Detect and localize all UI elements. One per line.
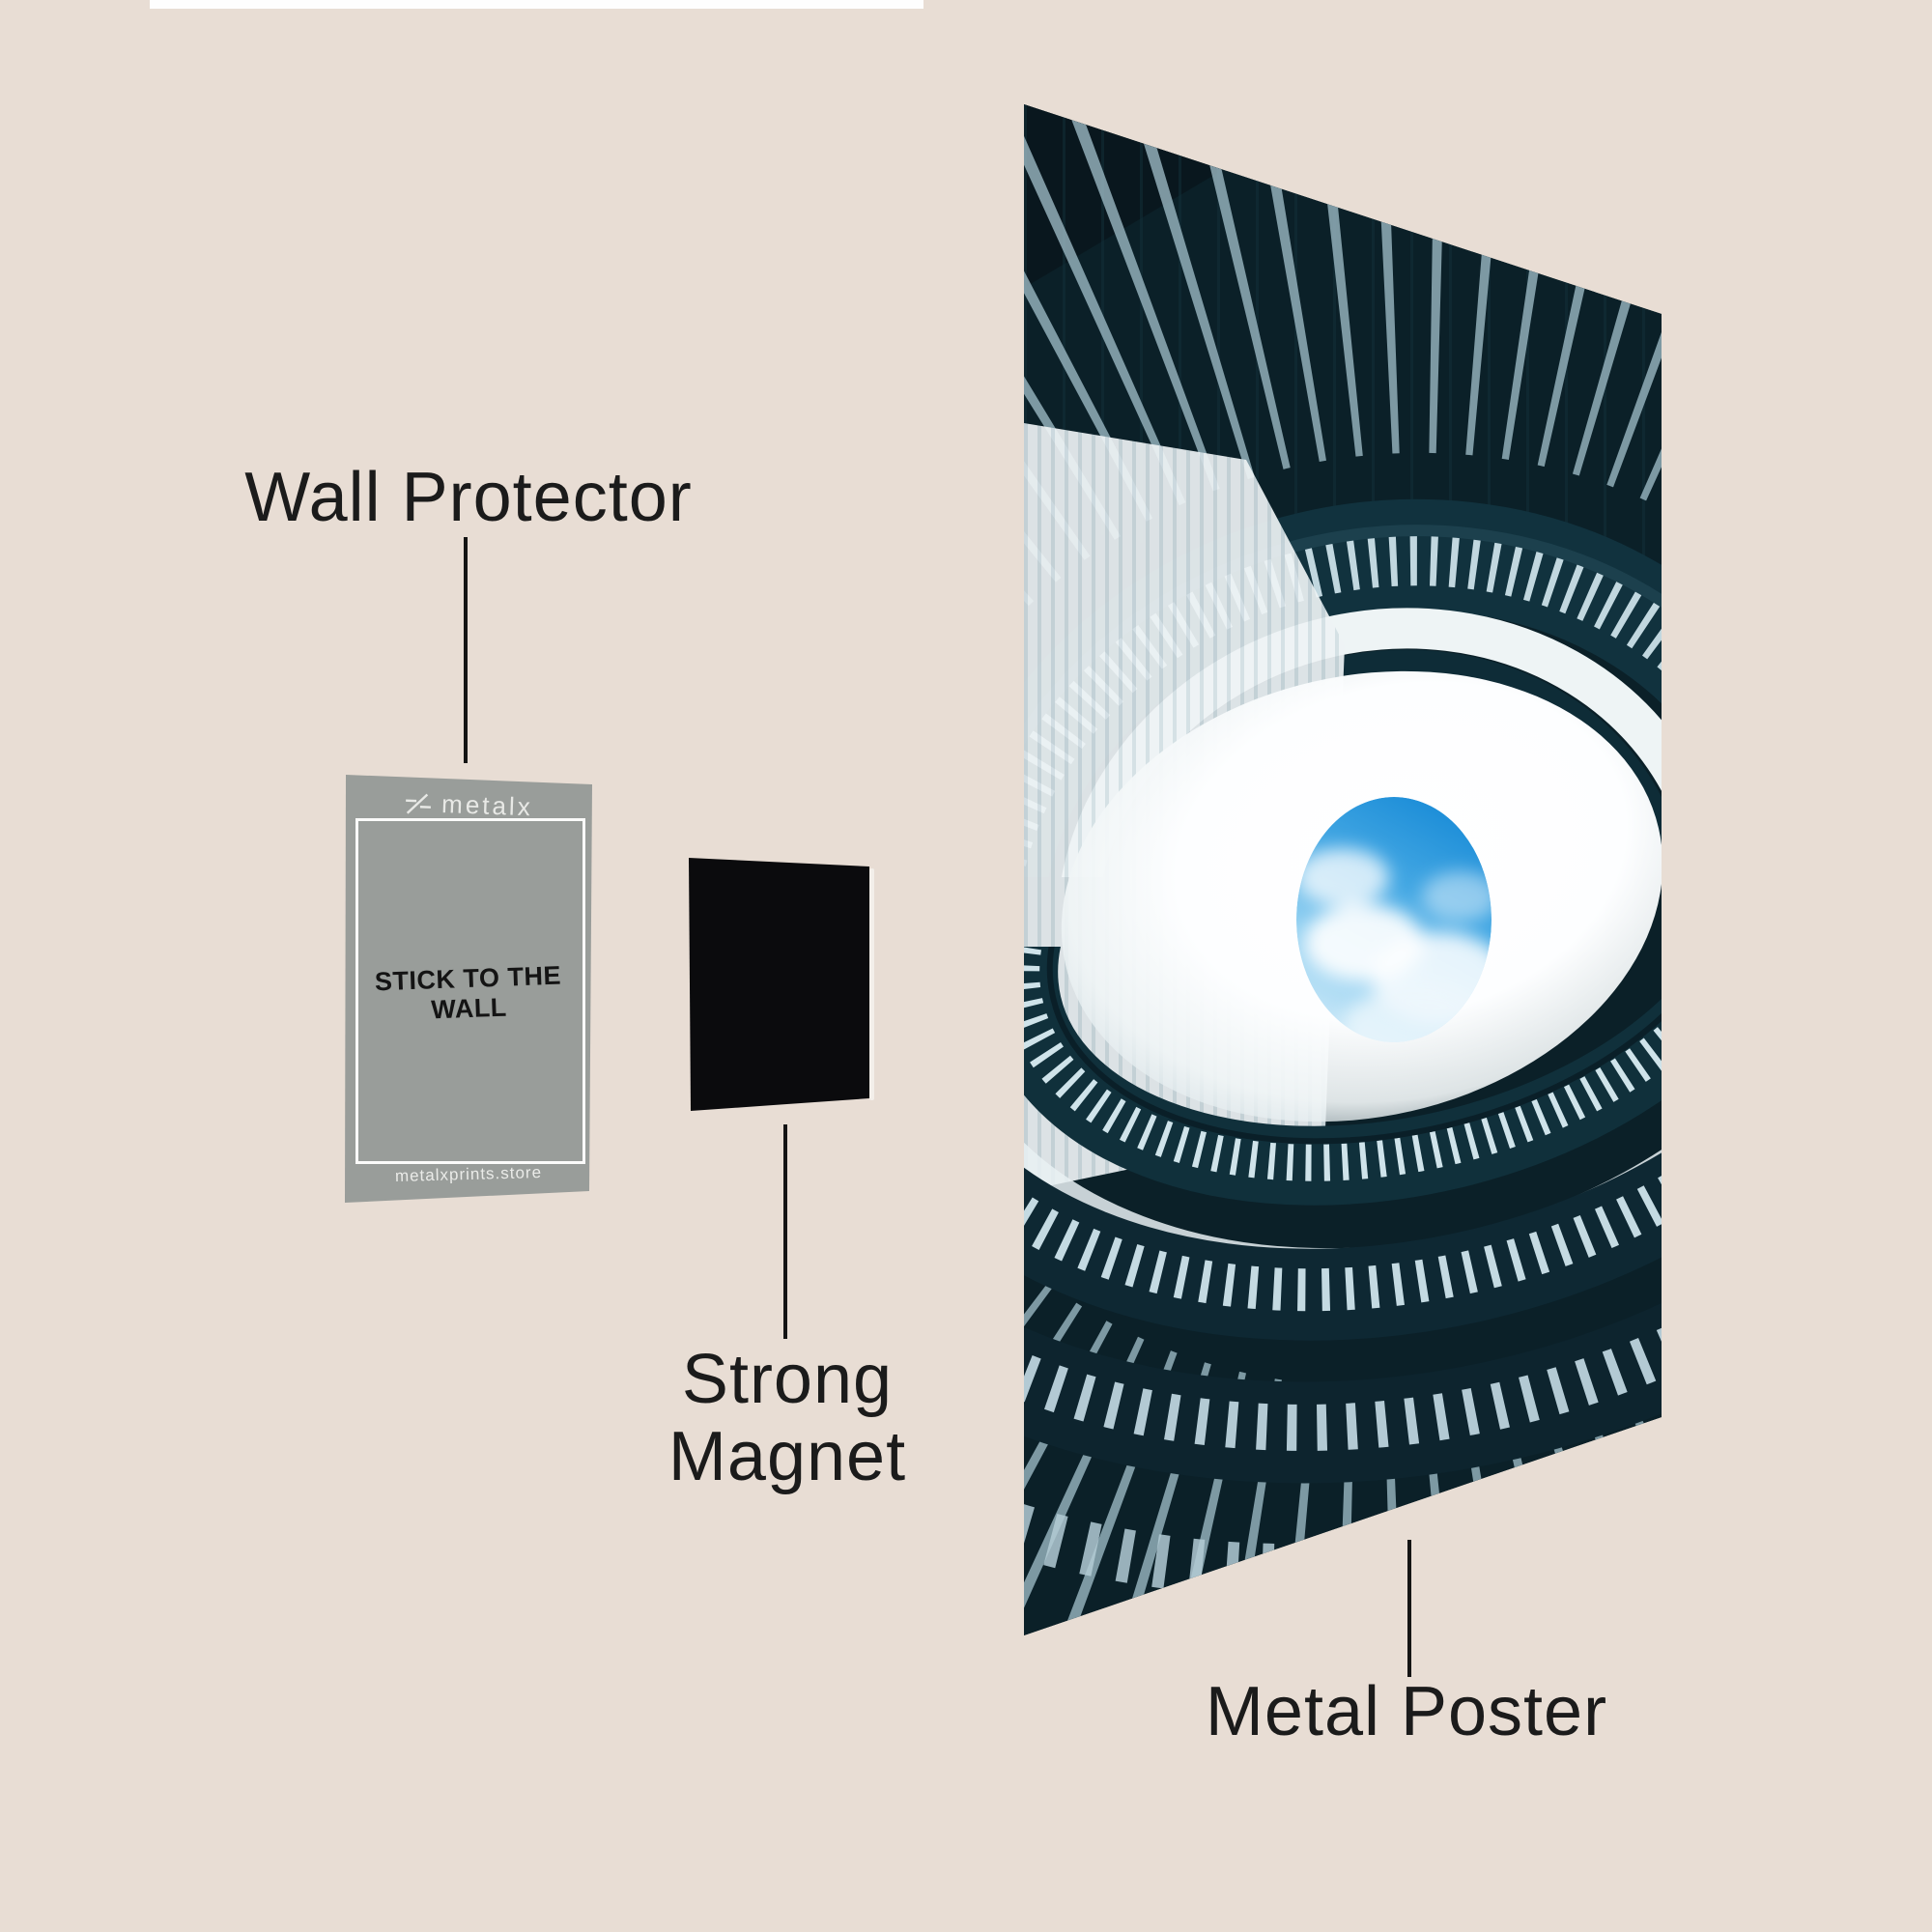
strong-magnet-label-line1: Strong: [681, 1341, 894, 1418]
wall-protector-card: metalx STICK TO THE WALL metalxprints.st…: [345, 775, 592, 1203]
metalx-logo-icon: [406, 793, 432, 814]
magnet-plate: [689, 858, 869, 1111]
card-instruction-text: STICK TO THE WALL: [374, 960, 562, 1025]
strong-magnet-label: Strong Magnet: [546, 1341, 1029, 1495]
wall-protector-connector-line: [464, 537, 468, 763]
lower-railing-bands: [1024, 947, 1662, 1598]
card-footer-url: metalxprints.store: [394, 1163, 543, 1185]
card-inner-border: [355, 818, 585, 1164]
metal-poster-label: Metal Poster: [1205, 1673, 1608, 1750]
magnet-connector-line: [783, 1124, 787, 1339]
magnet-edge-highlight: [869, 868, 874, 1100]
poster-photo-staircase-eye: [1024, 104, 1662, 1635]
sky-oculus: [1296, 797, 1492, 1042]
strong-magnet-label-line2: Magnet: [668, 1418, 907, 1495]
metal-poster: [1024, 104, 1662, 1635]
metal-poster-connector-line: [1407, 1540, 1411, 1677]
top-white-strip: [150, 0, 923, 9]
metalx-logo: metalx: [345, 786, 592, 825]
clouds: [1296, 848, 1492, 1042]
wall-protector-label: Wall Protector: [244, 459, 693, 536]
